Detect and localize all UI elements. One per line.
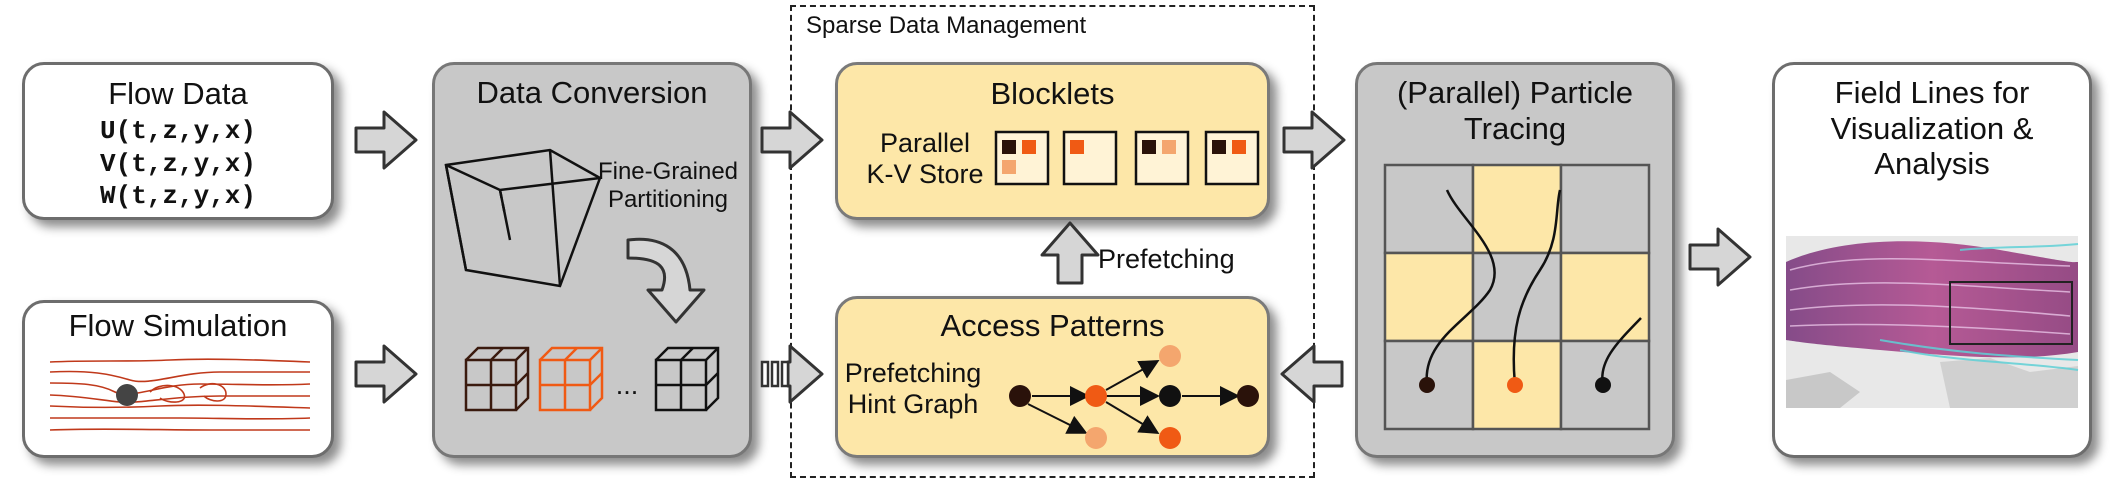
- arrow-conversion-to-access: [786, 344, 824, 404]
- blocklet-squares: [994, 130, 1260, 186]
- sparse-data-management-region: [790, 5, 1315, 478]
- hint-graph-line2: Hint Graph: [847, 389, 979, 420]
- particle-tracing-line2: Tracing: [1463, 110, 1567, 146]
- cube-hidden-edges: [498, 189, 507, 216]
- arrow-prefetching-up: [1040, 221, 1100, 285]
- particle-tracing-line1: (Parallel) Particle: [1396, 75, 1633, 110]
- arrow-blocklets-to-tracing: [1282, 110, 1346, 170]
- arrow-flowdata-to-conversion: [354, 110, 418, 170]
- prefetching-label: Prefetching: [1098, 244, 1235, 274]
- kv-store-line2: K-V Store: [866, 159, 984, 190]
- field-lines-title: Field Lines for Visualization & Analysis: [1772, 75, 2092, 182]
- blocklets-box: [835, 62, 1270, 220]
- hint-graph-nodes: [1009, 345, 1259, 449]
- flow-variable-w: W(t,z,y,x): [99, 181, 257, 211]
- particle-seeds: [1419, 377, 1611, 393]
- flow-simulation-streamlines: [49, 358, 311, 431]
- kv-store-label: Parallel K-V Store: [860, 128, 990, 190]
- field-lines-line3: Analysis: [1874, 146, 1990, 182]
- striped-arrow-tail: [760, 360, 790, 388]
- data-conversion-title: Data Conversion: [476, 75, 708, 110]
- arrow-tracing-to-access: [1280, 344, 1344, 404]
- arrow-simulation-to-conversion: [354, 344, 418, 404]
- hint-graph-line1: Prefetching: [844, 358, 982, 388]
- cube-wireframe: [444, 148, 602, 288]
- partition-cube-dark: [464, 346, 530, 412]
- flow-data-variables: U(t,z,y,x) V(t,z,y,x) W(t,z,y,x): [22, 115, 334, 213]
- particle-tracing-title: (Parallel) Particle Tracing: [1355, 75, 1675, 146]
- partition-cube-black: [654, 346, 720, 412]
- partition-label-line2: Partitioning: [607, 185, 729, 213]
- blocklets-title: Blocklets: [990, 76, 1115, 111]
- field-lines-line2: Visualization &: [1830, 110, 2034, 146]
- sparse-data-management-title: Sparse Data Management: [806, 12, 1087, 39]
- flow-obstacle: [116, 384, 138, 406]
- flow-data-title: Flow Data: [108, 76, 248, 111]
- data-conversion-box: [432, 62, 752, 458]
- hint-graph-label: Prefetching Hint Graph: [838, 358, 988, 420]
- flow-simulation-box: [22, 300, 334, 458]
- flow-simulation-title: Flow Simulation: [68, 308, 288, 343]
- access-patterns-box: [835, 296, 1270, 458]
- flow-variable-v: V(t,z,y,x): [99, 148, 257, 179]
- field-lines-line1: Field Lines for: [1834, 75, 2030, 110]
- flow-variable-u: U(t,z,y,x): [99, 116, 257, 146]
- partition-label: Fine-Grained Partitioning: [588, 158, 748, 213]
- access-patterns-title: Access Patterns: [940, 308, 1165, 343]
- arrow-tracing-to-fieldlines: [1688, 227, 1752, 287]
- field-lines-visualization: [1786, 236, 2079, 408]
- arrow-conversion-to-blocklets: [760, 110, 824, 170]
- grid-ellipsis: ...: [615, 370, 639, 400]
- hint-graph-edges: [1027, 360, 1240, 435]
- partition-label-line1: Fine-Grained: [597, 158, 739, 185]
- flow-data-box: [22, 62, 334, 220]
- kv-store-line1: Parallel: [879, 128, 971, 158]
- curved-partition-arrow: [626, 237, 706, 324]
- partition-cube-orange: [538, 346, 604, 412]
